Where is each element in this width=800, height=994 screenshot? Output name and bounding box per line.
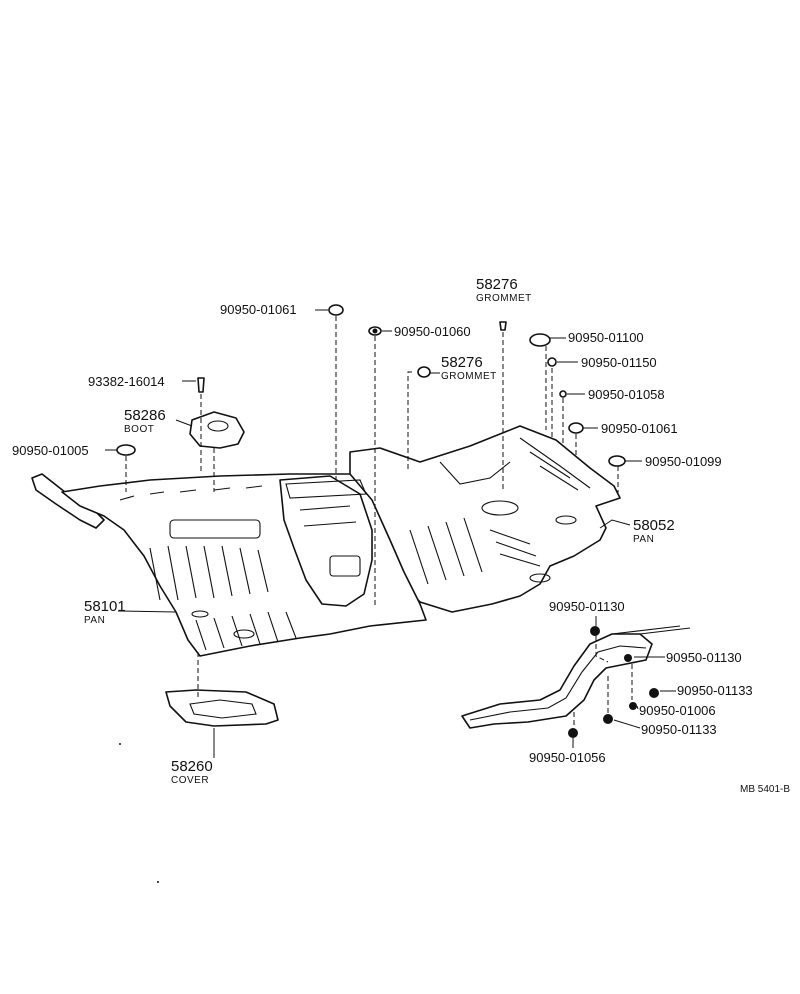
label-58101-name: PAN bbox=[84, 615, 105, 626]
plug-90950-01133-b bbox=[603, 714, 613, 724]
label-90950-01100: 90950-01100 bbox=[568, 330, 644, 345]
label-58101-number: 58101 bbox=[84, 598, 126, 615]
label-58276-mid-name: GROMMET bbox=[441, 371, 497, 382]
label-90950-01133-a: 90950-01133 bbox=[677, 683, 753, 698]
rear-pan-ribs bbox=[409, 437, 591, 585]
speck bbox=[157, 881, 159, 883]
label-58286-number: 58286 bbox=[124, 407, 166, 424]
label-90950-01060: 90950-01060 bbox=[394, 324, 471, 339]
speck bbox=[119, 743, 121, 745]
plug-90950-01061-a bbox=[328, 304, 344, 316]
floor-pan-assembly bbox=[31, 425, 621, 657]
drawing-reference: MB 5401-B bbox=[740, 784, 790, 795]
plug-90950-01099 bbox=[608, 455, 626, 467]
part-labels: 58276 GROMMET 90950-01061 90950-01060 58… bbox=[12, 276, 790, 795]
center-tunnel bbox=[279, 475, 373, 607]
plug-90950-01005 bbox=[116, 444, 136, 456]
leader-lines bbox=[105, 309, 676, 758]
cover-recess bbox=[189, 699, 257, 719]
plug-90950-01130-a bbox=[590, 626, 600, 636]
label-90950-01133-b: 90950-01133 bbox=[641, 722, 717, 737]
plug-90950-01150 bbox=[547, 357, 557, 367]
cover-body bbox=[165, 689, 279, 727]
plug-90950-01130-b bbox=[624, 654, 632, 662]
grommet-58276-mid bbox=[417, 366, 431, 378]
label-90950-01130-b: 90950-01130 bbox=[666, 650, 742, 665]
side-rail-edge bbox=[469, 645, 647, 721]
label-58276-top-number: 58276 bbox=[476, 276, 518, 293]
boot-body bbox=[189, 411, 245, 449]
boot-part bbox=[189, 411, 245, 449]
label-90950-01058: 90950-01058 bbox=[588, 387, 665, 402]
boot-hole bbox=[207, 420, 229, 432]
tunnel-opening bbox=[329, 555, 361, 577]
bolt-93382-16014 bbox=[197, 377, 205, 393]
plug-90950-01100 bbox=[529, 333, 551, 347]
label-58052-number: 58052 bbox=[633, 517, 675, 534]
label-90950-01006: 90950-01006 bbox=[639, 703, 716, 718]
plug-90950-01133-a bbox=[649, 688, 659, 698]
label-90950-01005: 90950-01005 bbox=[12, 443, 89, 458]
label-58260-name: COVER bbox=[171, 775, 209, 786]
cross-member bbox=[285, 479, 367, 527]
grommet-58276-top bbox=[499, 321, 507, 331]
label-58286-name: BOOT bbox=[124, 424, 154, 435]
label-90950-01099: 90950-01099 bbox=[645, 454, 722, 469]
label-90950-01130-a: 90950-01130 bbox=[549, 599, 625, 614]
plug-90950-01056 bbox=[568, 728, 578, 738]
front-pan-ribs bbox=[119, 485, 297, 651]
label-90950-01150: 90950-01150 bbox=[581, 355, 657, 370]
plug-90950-01006 bbox=[629, 702, 637, 710]
label-90950-01061-b: 90950-01061 bbox=[601, 421, 678, 436]
plug-90950-01061-b bbox=[568, 422, 584, 434]
label-90950-01056: 90950-01056 bbox=[529, 750, 606, 765]
side-rail-extension bbox=[611, 625, 691, 635]
rear-side-rail bbox=[461, 625, 691, 729]
label-93382-16014: 93382-16014 bbox=[88, 374, 165, 389]
label-90950-01061-a: 90950-01061 bbox=[220, 302, 297, 317]
label-58260-number: 58260 bbox=[171, 758, 213, 775]
label-58276-mid-number: 58276 bbox=[441, 354, 483, 371]
dashed-assembly-lines bbox=[125, 316, 633, 728]
left-flange bbox=[31, 473, 105, 529]
cover-part bbox=[165, 689, 279, 727]
plug-90950-01058 bbox=[559, 390, 567, 398]
side-rail-body bbox=[461, 633, 653, 729]
label-58052-name: PAN bbox=[633, 534, 654, 545]
label-58276-top-name: GROMMET bbox=[476, 293, 532, 304]
